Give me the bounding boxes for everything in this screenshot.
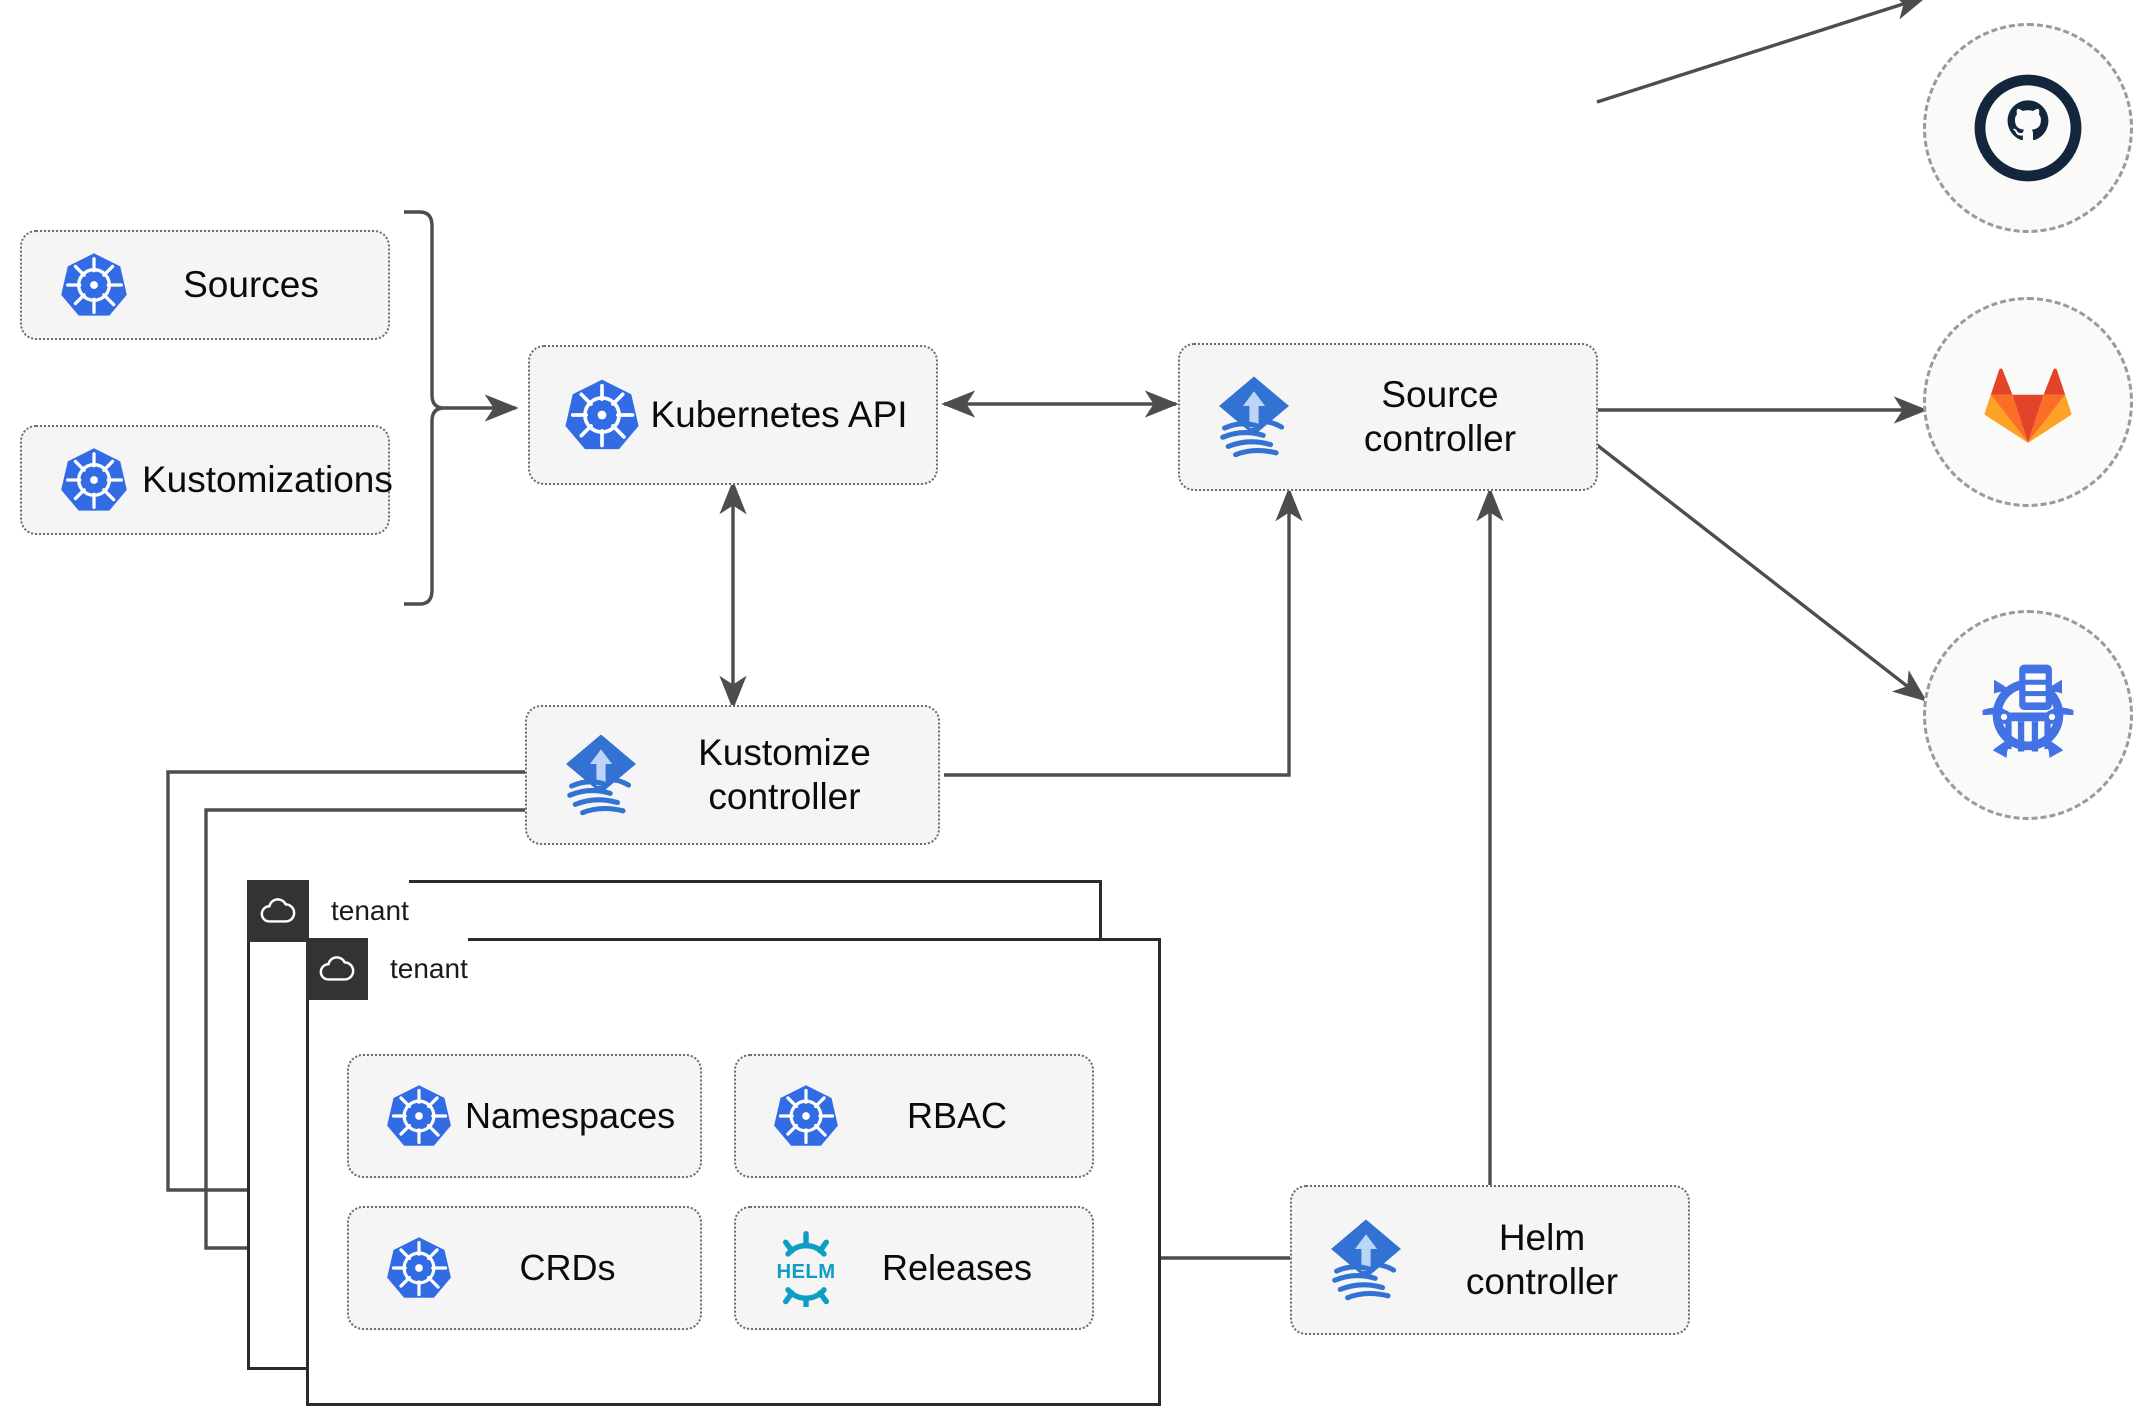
tenant-label: tenant: [390, 953, 468, 984]
flux-icon: [1314, 1214, 1418, 1306]
kubernetes-icon: [554, 376, 650, 454]
node-crds[interactable]: CRDs: [347, 1206, 702, 1330]
node-namespaces[interactable]: Namespaces: [347, 1054, 702, 1178]
node-label: Namespaces: [465, 1095, 676, 1137]
provider-harbor[interactable]: [1923, 610, 2133, 820]
node-label: Kubernetes API: [650, 393, 908, 435]
svg-text:HELM: HELM: [777, 1261, 836, 1283]
provider-gitlab[interactable]: [1923, 297, 2133, 507]
node-sources[interactable]: Sources: [20, 230, 390, 340]
node-label: Releases: [881, 1247, 1033, 1289]
flux-icon: [1202, 371, 1306, 463]
github-icon: [1974, 74, 2082, 182]
edge-kustomize-to-source: [944, 487, 1303, 777]
node-label: Kustomize controller: [698, 731, 871, 817]
node-kustomizations[interactable]: Kustomizations: [20, 425, 393, 535]
gitlab-icon: [1984, 368, 2072, 443]
node-label: RBAC: [906, 1095, 1008, 1137]
edge-source-to-github: [1596, 0, 1928, 104]
node-label: Helm controller: [1465, 1216, 1619, 1302]
kubernetes-icon: [760, 1082, 852, 1150]
tenant-tab: tenant: [306, 938, 468, 1000]
tenant-tab: tenant: [247, 880, 409, 942]
kubernetes-icon: [46, 445, 142, 515]
sources-brace: [404, 210, 445, 606]
node-releases[interactable]: HELM Releases: [734, 1206, 1094, 1330]
tenant-label: tenant: [331, 895, 409, 926]
node-helm-controller[interactable]: Helm controller: [1290, 1185, 1690, 1335]
flux-icon: [549, 729, 653, 821]
cloud-icon: [306, 938, 368, 1000]
node-label: Source controller: [1363, 373, 1517, 459]
kubernetes-icon: [373, 1234, 465, 1302]
node-label: CRDs: [519, 1247, 616, 1289]
node-kubernetes-api[interactable]: Kubernetes API: [528, 345, 938, 485]
node-label: Sources: [183, 263, 319, 305]
kubernetes-icon: [46, 250, 142, 320]
node-label: Kustomizations: [142, 458, 393, 500]
provider-github[interactable]: [1923, 23, 2133, 233]
helm-icon: HELM: [760, 1229, 852, 1307]
tenant-container-inner[interactable]: tenant Namespaces: [306, 938, 1161, 1406]
node-kustomize-controller[interactable]: Kustomize controller: [525, 705, 940, 845]
node-source-controller[interactable]: Source controller: [1178, 343, 1598, 491]
node-rbac[interactable]: RBAC: [734, 1054, 1094, 1178]
cloud-icon: [247, 880, 309, 942]
edge-source-to-harbor: [1595, 443, 1928, 702]
harbor-icon: [1982, 664, 2074, 758]
kubernetes-icon: [373, 1082, 465, 1150]
